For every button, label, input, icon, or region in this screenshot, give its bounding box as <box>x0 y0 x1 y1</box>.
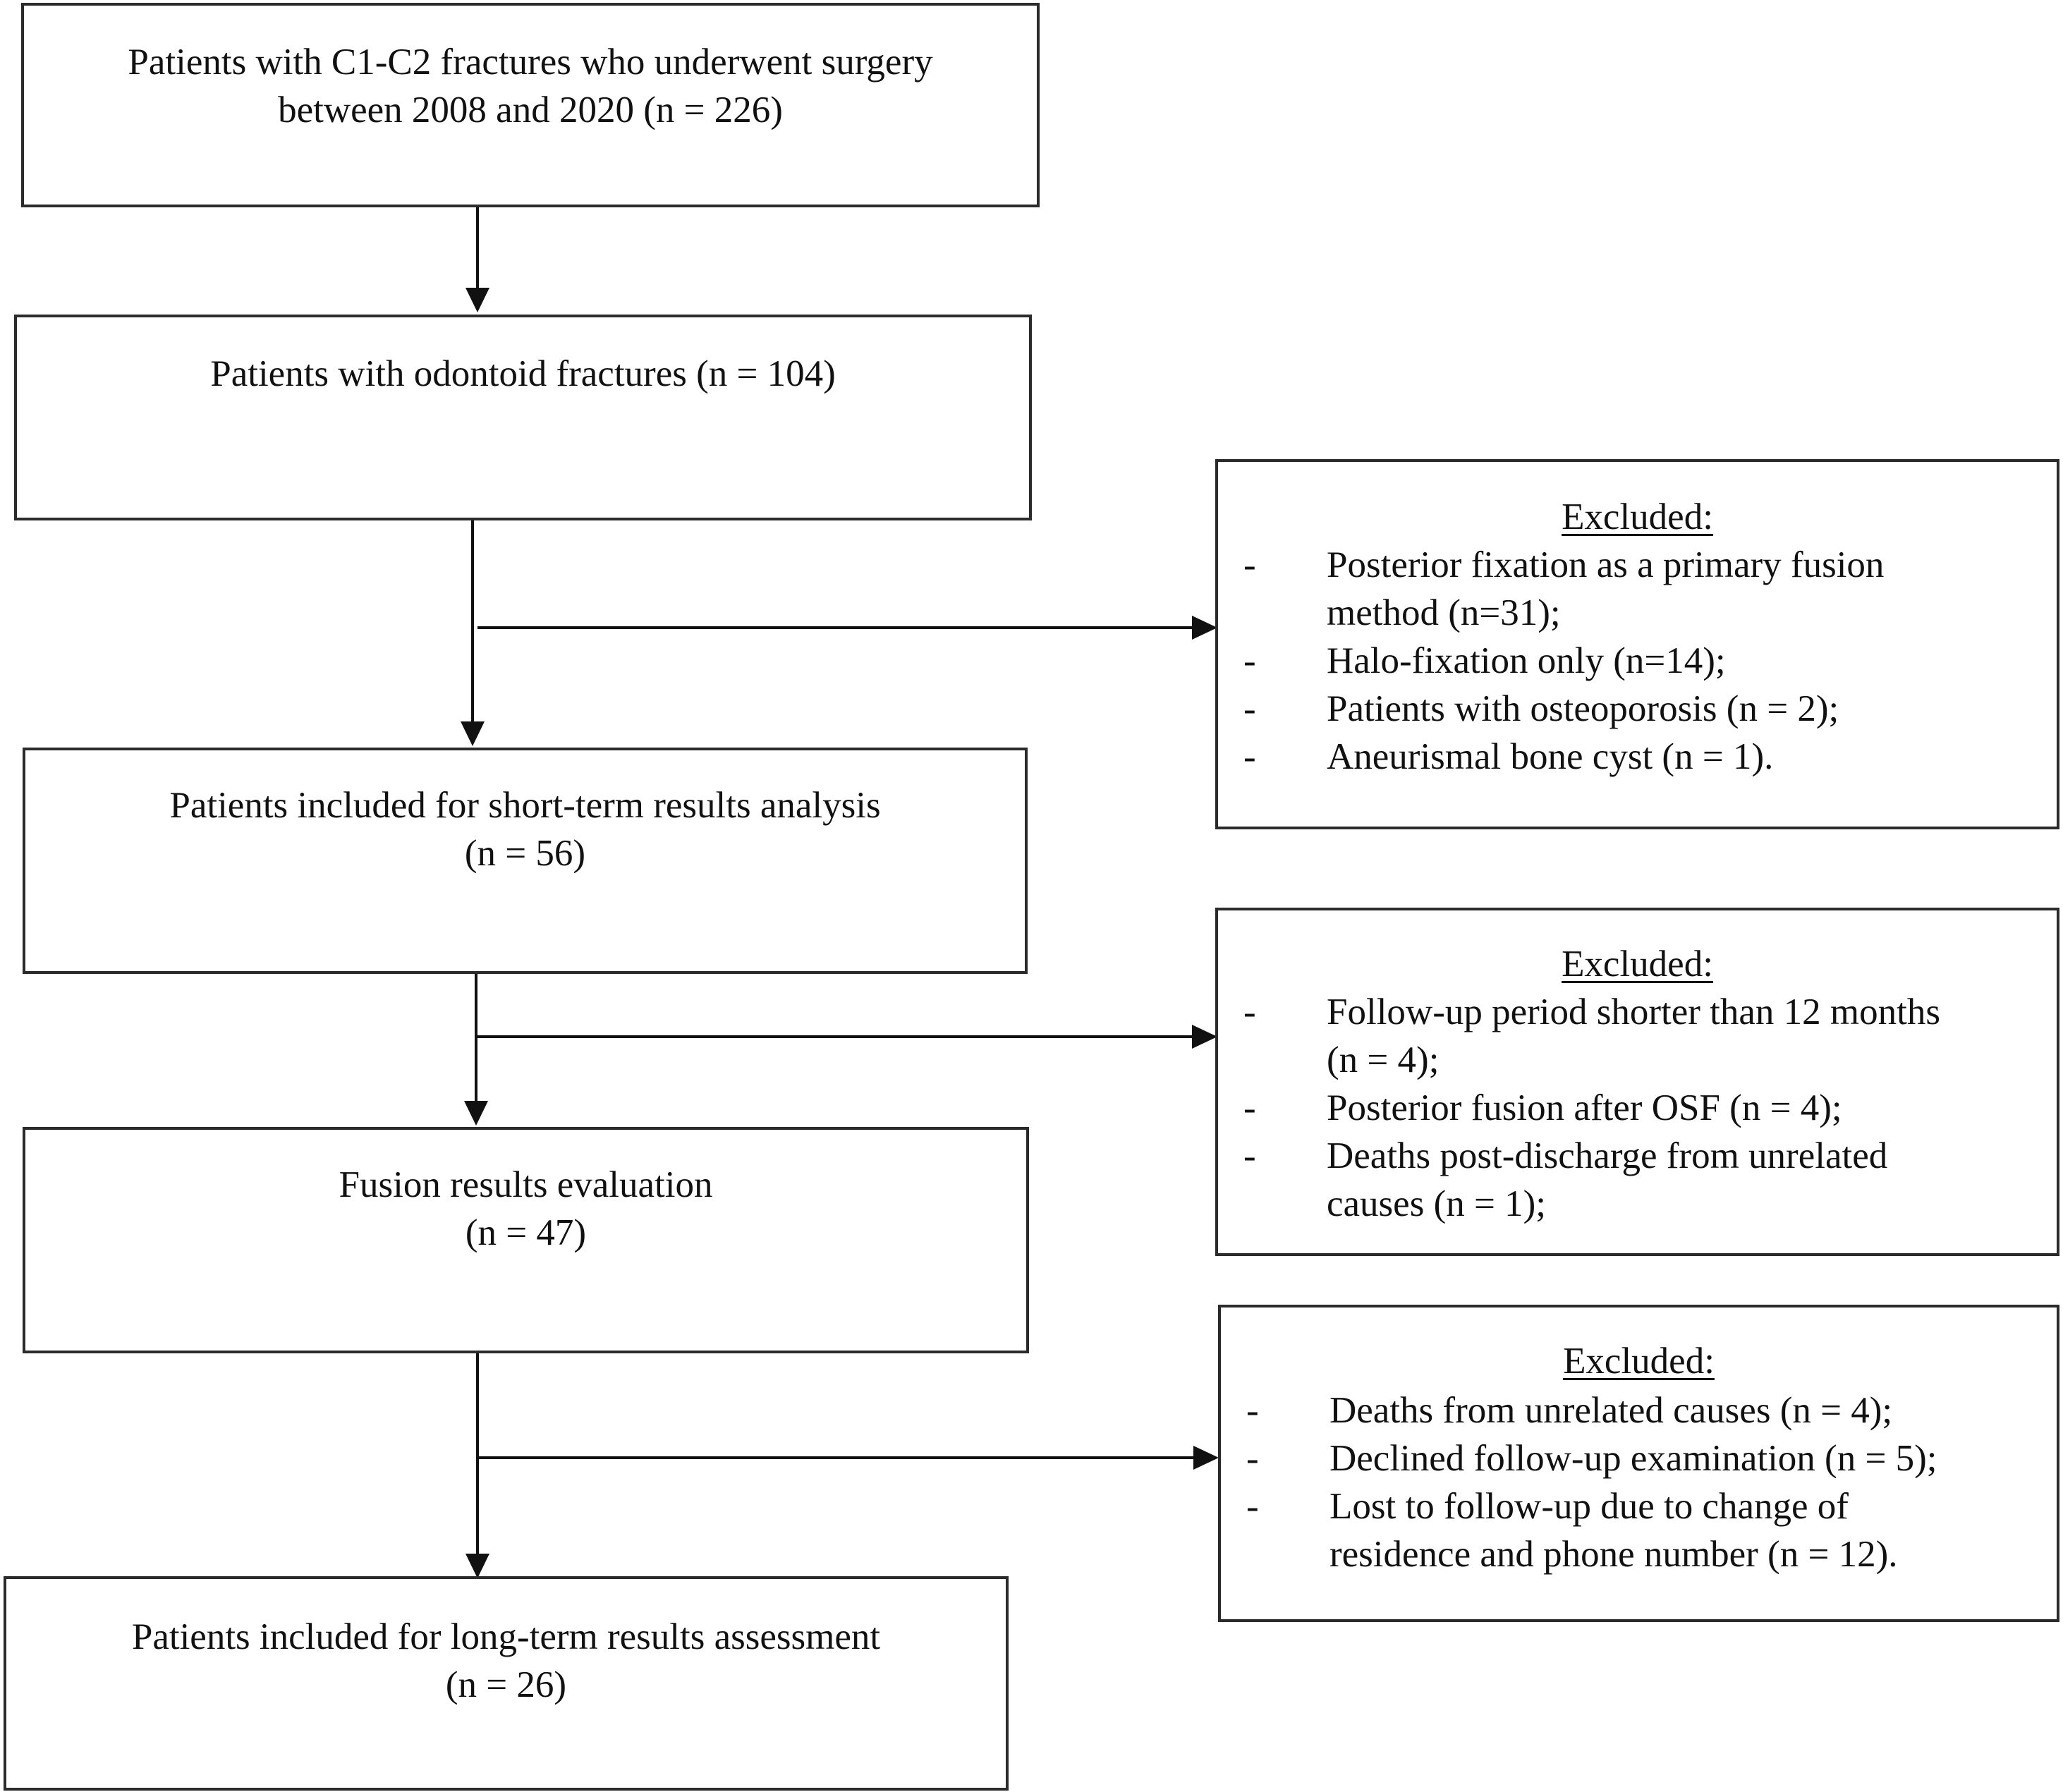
exclusion-box-2: Excluded: - Follow-up period shorter tha… <box>1215 908 2059 1256</box>
step5-line: (n = 26) <box>445 1664 567 1705</box>
bullet-dash: - <box>1246 1390 1259 1431</box>
bullet-dash: - <box>1243 1087 1256 1128</box>
step2-line: Patients with odontoid fractures (n = 10… <box>210 353 836 394</box>
exclusion-item: - Deaths from unrelated causes (n = 4); <box>1221 1386 2057 1434</box>
exclusion-line: Deaths from unrelated causes (n = 4); <box>1329 1390 1893 1431</box>
bullet-dash: - <box>1243 688 1256 729</box>
exclusion-list: - Deaths from unrelated causes (n = 4); … <box>1221 1386 2057 1578</box>
exclusion-title: Excluded: <box>1562 944 1713 985</box>
exclusion-list: - Follow-up period shorter than 12 month… <box>1218 988 2057 1228</box>
bullet-dash: - <box>1246 1486 1259 1527</box>
bullet-dash: - <box>1246 1438 1259 1479</box>
arrow-to-exclusion-2 <box>476 1025 1217 1049</box>
arrow-step3-to-step4 <box>464 972 488 1126</box>
arrow-step4-to-step5 <box>465 1353 489 1578</box>
arrow-step1-to-step2 <box>465 205 489 312</box>
step3-text: Patients included for short-term results… <box>25 781 1025 877</box>
step5-text: Patients included for long-term results … <box>6 1613 1006 1709</box>
bullet-dash: - <box>1243 544 1256 585</box>
step4-line: (n = 47) <box>465 1212 587 1253</box>
exclusion-line: residence and phone number (n = 12). <box>1329 1534 1898 1575</box>
exclusion-item: - Declined follow-up examination (n = 5)… <box>1221 1434 2057 1482</box>
step1-line: between 2008 and 2020 (n = 226) <box>278 90 783 130</box>
exclusion-item: - Aneurismal bone cyst (n = 1). <box>1218 733 2057 781</box>
step3-line: Patients included for short-term results… <box>169 785 881 826</box>
step3-box: Patients included for short-term results… <box>23 748 1028 974</box>
exclusion-item: - Posterior fixation as a primary fusion… <box>1218 541 2057 637</box>
step5-box: Patients included for long-term results … <box>4 1576 1009 1791</box>
exclusion-line: causes (n = 1); <box>1327 1183 1546 1224</box>
exclusion-title: Excluded: <box>1563 1341 1715 1382</box>
exclusion-box-1: Excluded: - Posterior fixation as a prim… <box>1215 459 2059 829</box>
exclusion-line: Halo-fixation only (n=14); <box>1327 640 1726 681</box>
step1-line: Patients with C1-C2 fractures who underw… <box>128 42 933 83</box>
exclusion-item: - Deaths post-discharge from unrelated c… <box>1218 1132 2057 1228</box>
step3-line: (n = 56) <box>464 833 586 874</box>
bullet-dash: - <box>1243 1135 1256 1176</box>
bullet-dash: - <box>1243 736 1256 777</box>
bullet-dash: - <box>1243 992 1256 1032</box>
exclusion-line: method (n=31); <box>1327 592 1561 633</box>
step1-text: Patients with C1-C2 fractures who underw… <box>24 38 1037 134</box>
step2-box: Patients with odontoid fractures (n = 10… <box>14 315 1032 520</box>
exclusion-line: (n = 4); <box>1327 1040 1440 1080</box>
exclusion-line: Follow-up period shorter than 12 months <box>1327 992 1940 1032</box>
exclusion-item: - Patients with osteoporosis (n = 2); <box>1218 685 2057 733</box>
arrow-step2-to-step3 <box>461 518 485 746</box>
exclusion-title: Excluded: <box>1562 496 1713 537</box>
exclusion-item: - Halo-fixation only (n=14); <box>1218 637 2057 685</box>
exclusion-line: Aneurismal bone cyst (n = 1). <box>1327 736 1774 777</box>
exclusion-box-3: Excluded: - Deaths from unrelated causes… <box>1218 1305 2059 1622</box>
exclusion-line: Declined follow-up examination (n = 5); <box>1329 1438 1937 1479</box>
step2-text: Patients with odontoid fractures (n = 10… <box>17 350 1029 398</box>
step5-line: Patients included for long-term results … <box>131 1616 881 1657</box>
exclusion-line: Lost to follow-up due to change of <box>1329 1486 1849 1527</box>
exclusion-item: - Lost to follow-up due to change of res… <box>1221 1482 2057 1578</box>
step1-box: Patients with C1-C2 fractures who underw… <box>21 3 1040 207</box>
arrow-to-exclusion-1 <box>477 616 1217 640</box>
exclusion-line: Posterior fixation as a primary fusion <box>1327 544 1885 585</box>
bullet-dash: - <box>1243 640 1256 681</box>
exclusion-line: Patients with osteoporosis (n = 2); <box>1327 688 1839 729</box>
step4-text: Fusion results evaluation (n = 47) <box>25 1161 1026 1257</box>
exclusion-list: - Posterior fixation as a primary fusion… <box>1218 541 2057 781</box>
arrow-to-exclusion-3 <box>477 1446 1219 1470</box>
exclusion-item: - Posterior fusion after OSF (n = 4); <box>1218 1084 2057 1132</box>
step4-line: Fusion results evaluation <box>339 1164 713 1205</box>
exclusion-line: Deaths post-discharge from unrelated <box>1327 1135 1888 1176</box>
exclusion-item: - Follow-up period shorter than 12 month… <box>1218 988 2057 1084</box>
exclusion-line: Posterior fusion after OSF (n = 4); <box>1327 1087 1842 1128</box>
step4-box: Fusion results evaluation (n = 47) <box>23 1127 1029 1353</box>
